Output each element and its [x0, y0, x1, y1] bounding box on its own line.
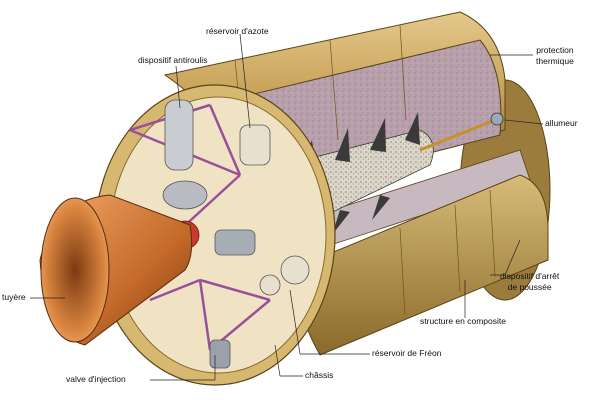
label-dispositif-arret-line1: dispositif d'arrêt	[500, 271, 560, 281]
label-reservoir-freon: réservoir de Fréon	[372, 348, 442, 358]
nozzle-exit	[40, 197, 110, 343]
label-dispositif-arret: dispositif d'arrêt de poussée	[500, 271, 559, 293]
igniter-head	[490, 112, 504, 126]
label-tuyere: tuyère	[2, 292, 26, 302]
label-dispositif-antiroulis: dispositif antiroulis	[138, 55, 208, 65]
leader-lines	[30, 33, 544, 381]
label-protection-thermique: protection thermique	[536, 45, 574, 67]
label-dispositif-arret-line2: de poussée	[507, 282, 552, 292]
label-chassis: châssis	[305, 370, 334, 380]
label-protection-thermique-line1: protection	[536, 45, 574, 55]
igniter-rod	[419, 118, 496, 152]
label-protection-thermique-line2: thermique	[536, 56, 574, 66]
label-structure-composite: structure en composite	[420, 316, 506, 326]
label-allumeur: allumeur	[545, 118, 578, 128]
label-reservoir-azote: réservoir d'azote	[206, 26, 269, 36]
label-valve-injection: valve d'injection	[66, 374, 126, 384]
